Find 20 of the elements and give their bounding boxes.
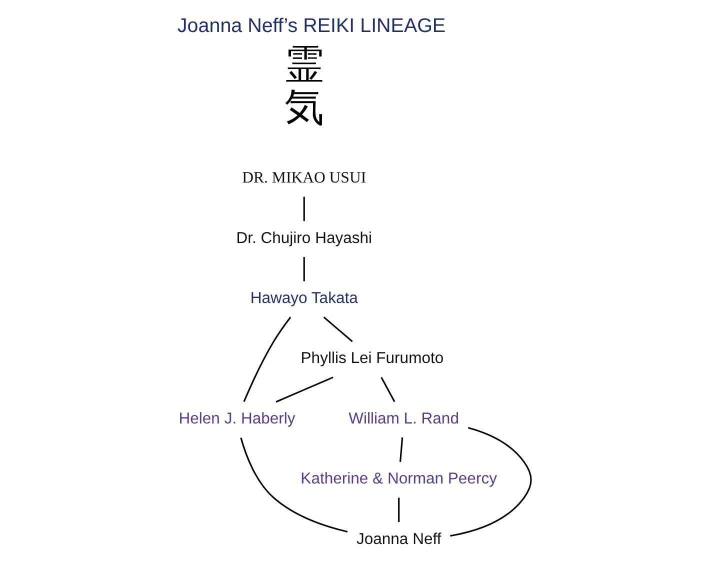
connector <box>243 316 292 402</box>
node-text: Phyllis Lei Furumoto <box>300 350 444 368</box>
node-text: Dr. Chujiro Hayashi <box>236 230 372 247</box>
connector <box>303 196 305 222</box>
connector <box>380 376 396 402</box>
connector <box>400 437 404 462</box>
node-text: Katherine & Norman Peercy <box>300 470 497 488</box>
node-text: Joanna Neff <box>356 530 442 548</box>
node-text: DR. MIKAO USUI <box>242 170 366 187</box>
node-text: William L. Rand <box>348 410 459 428</box>
connector <box>450 427 532 537</box>
connector <box>398 498 400 522</box>
diagram-title: Joanna Neff’s REIKI LINEAGE <box>177 14 446 37</box>
connector <box>303 256 305 282</box>
connector <box>323 316 353 342</box>
connector <box>276 376 334 403</box>
node-text: Helen J. Haberly <box>178 410 296 428</box>
connector <box>240 438 348 532</box>
label: 霊気 <box>284 41 324 131</box>
node-text: Hawayo Takata <box>250 290 358 308</box>
